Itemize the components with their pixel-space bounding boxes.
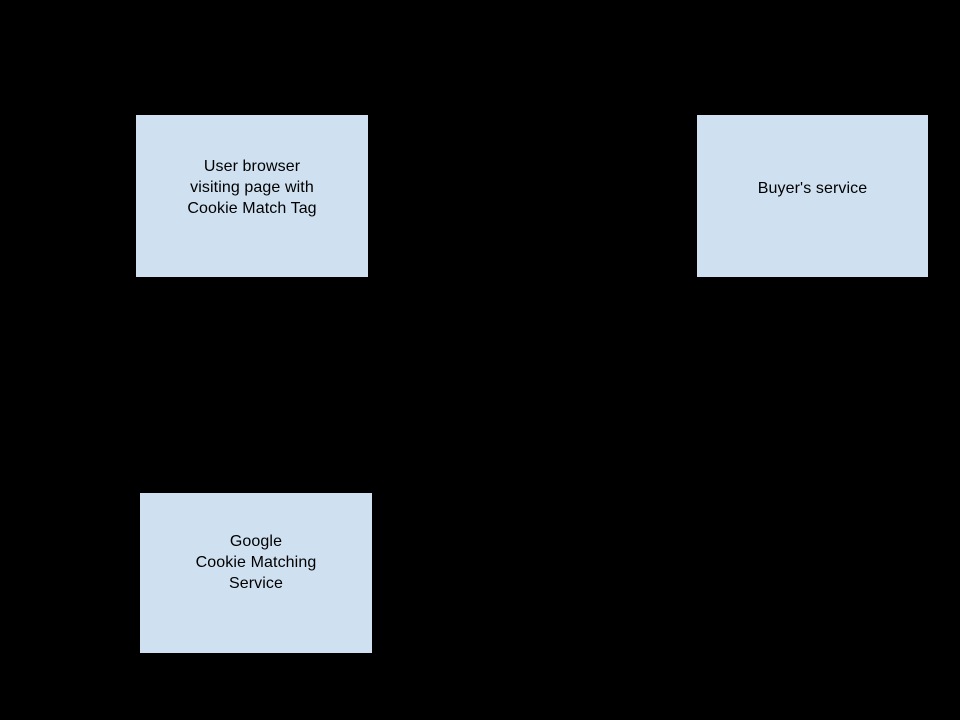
node-google-cookie-matching[interactable]: Google Cookie Matching Service — [140, 493, 372, 653]
node-google-cookie-matching-label: Google Cookie Matching Service — [195, 532, 317, 592]
node-buyers-service[interactable]: Buyer's service — [697, 115, 928, 277]
node-user-browser[interactable]: User browser visiting page with Cookie M… — [136, 115, 368, 277]
node-buyers-service-label: Buyer's service — [757, 179, 868, 197]
node-user-browser-label: User browser visiting page with Cookie M… — [187, 157, 317, 217]
